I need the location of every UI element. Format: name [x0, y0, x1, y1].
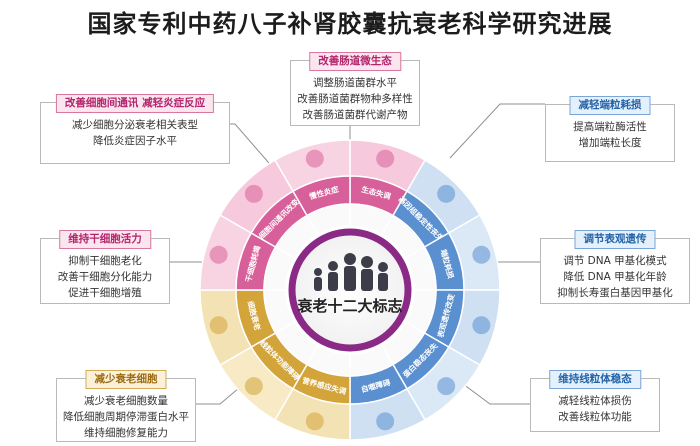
box-line: 增加端粒长度 — [578, 137, 642, 149]
box-header: 维持线粒体稳态 — [549, 370, 641, 389]
segment-inner — [305, 203, 351, 236]
segment-illustration-icon — [244, 377, 263, 396]
box-line: 降低细胞周期停滞蛋白水平 — [63, 411, 189, 423]
segment-illustration-icon — [209, 316, 228, 335]
box-stem-cell: 维持干细胞活力 抑制干细胞老化 改善干细胞分化能力 促进干细胞增殖 — [40, 230, 170, 304]
box-line: 维持细胞修复能力 — [84, 427, 168, 439]
segment-illustration-icon — [376, 412, 395, 431]
box-mitochondria: 维持线粒体稳态 减轻线粒体损伤 改善线粒体功能 — [530, 370, 660, 432]
box-line: 抑制干细胞老化 — [68, 255, 142, 267]
box-epigenetics: 调节表观遗传 调节 DNA 甲基化模式 降低 DNA 甲基化年龄 抑制长寿蛋白基… — [540, 230, 690, 304]
segment-illustration-icon — [437, 184, 456, 203]
segment-illustration-icon — [376, 149, 395, 168]
connector-mito — [454, 377, 530, 405]
box-telomere: 减轻端粒耗损 提高端粒酶活性 增加端粒长度 — [545, 96, 675, 162]
page-title: 国家专利中药八子补肾胶囊抗衰老科学研究进展 — [87, 9, 613, 38]
box-line: 促进干细胞增殖 — [68, 287, 142, 299]
box-line: 改善线粒体功能 — [558, 411, 632, 423]
segment-illustration-icon — [305, 412, 324, 431]
segment-illustration-icon — [437, 377, 456, 396]
hub-label: 衰老十二大标志 — [296, 297, 402, 315]
box-header: 改善细胞间通讯 减轻炎症反应 — [55, 94, 215, 113]
segment-illustration-icon — [244, 184, 263, 203]
box-line: 降低 DNA 甲基化年龄 — [563, 271, 667, 283]
box-header: 改善肠道微生态 — [309, 52, 401, 71]
box-line: 提高端粒酶活性 — [573, 121, 647, 133]
box-line: 抑制长寿蛋白基因甲基化 — [557, 287, 673, 299]
box-header: 调节表观遗传 — [574, 230, 656, 249]
box-gut-microbiota: 改善肠道微生态 调整肠道菌群水平 改善肠道菌群物种多样性 改善肠道菌群代谢产物 — [290, 52, 420, 126]
box-line: 改善肠道菌群物种多样性 — [297, 93, 413, 105]
connector-telo — [449, 103, 545, 159]
box-header: 维持干细胞活力 — [59, 230, 151, 249]
segment-illustration-icon — [472, 316, 491, 335]
box-header: 减少衰老细胞 — [85, 370, 167, 389]
segment-illustration-icon — [472, 245, 491, 264]
box-senescent-cells: 减少衰老细胞 减少衰老细胞数量 降低细胞周期停滞蛋白水平 维持细胞修复能力 — [56, 370, 196, 442]
box-line: 减少衰老细胞数量 — [84, 395, 168, 407]
segment-illustration-icon — [209, 245, 228, 264]
box-intercellular-communication: 改善细胞间通讯 减轻炎症反应 减少细胞分泌衰老相关表型 降低炎症因子水平 — [40, 94, 230, 164]
box-line: 降低炎症因子水平 — [93, 135, 177, 147]
people-silhouettes-icon — [314, 253, 388, 291]
box-line: 改善肠道菌群代谢产物 — [302, 109, 408, 121]
box-line: 减少细胞分泌衰老相关表型 — [72, 119, 198, 131]
box-line: 调整肠道菌群水平 — [313, 77, 397, 89]
segment-illustration-icon — [305, 149, 324, 168]
box-line: 减轻线粒体损伤 — [558, 395, 632, 407]
box-line: 调节 DNA 甲基化模式 — [563, 255, 667, 267]
box-header: 减轻端粒耗损 — [569, 96, 651, 115]
box-line: 改善干细胞分化能力 — [57, 271, 153, 283]
